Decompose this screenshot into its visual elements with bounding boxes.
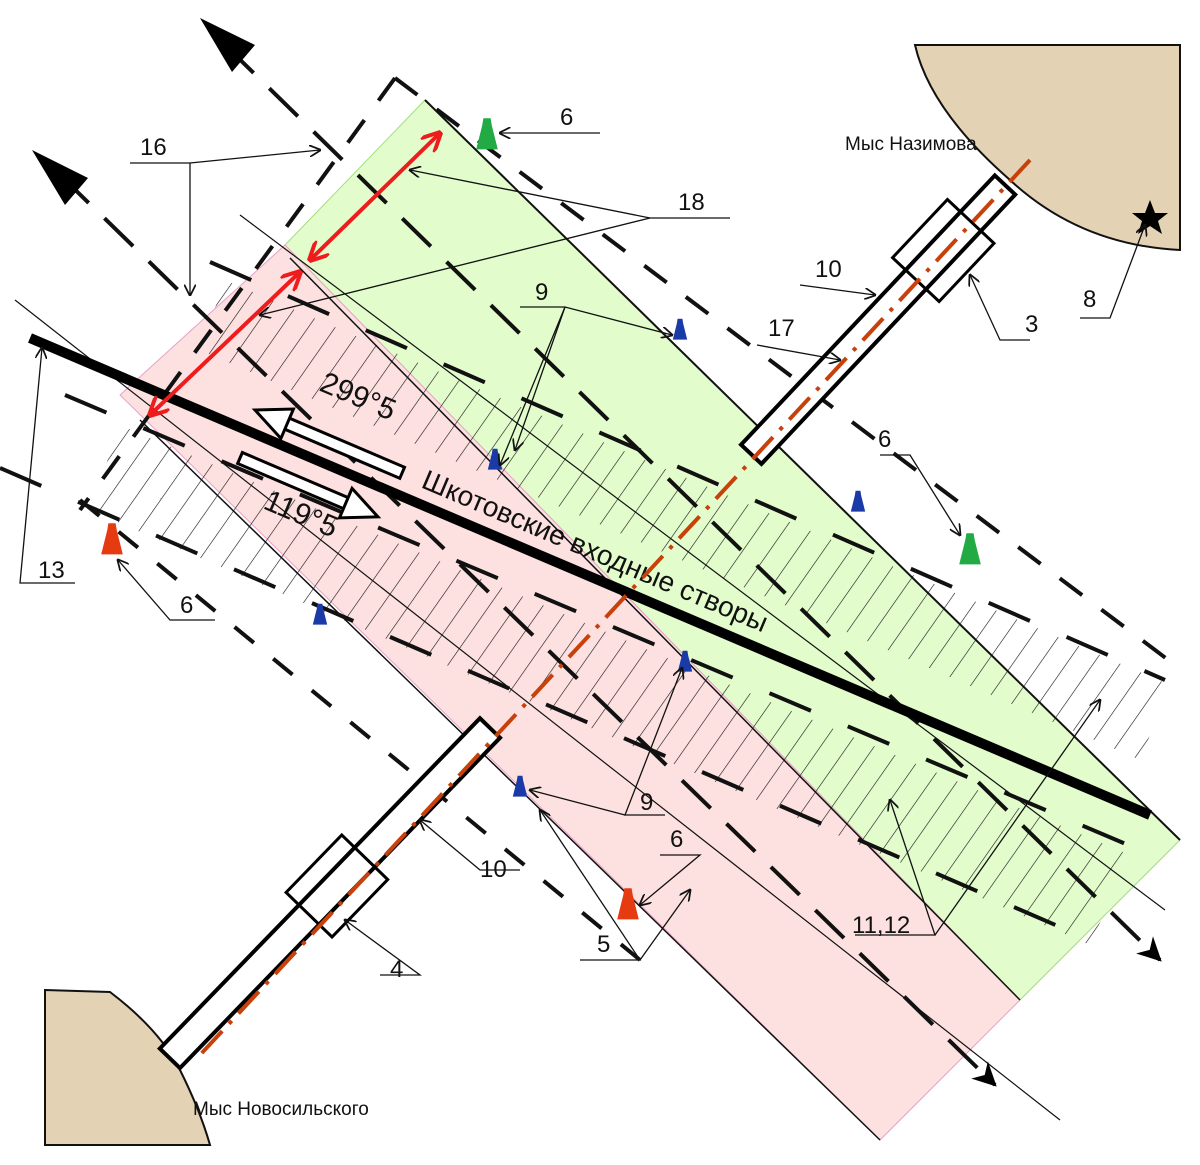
arrow-head-upper-left-2 <box>32 150 88 205</box>
callout-11-12: 11,12 <box>852 912 910 939</box>
cape-nazimova-label: Мыс Назимова <box>845 134 977 155</box>
callout-9: 9 <box>640 789 653 816</box>
callout-16: 16 <box>140 134 167 161</box>
callout-17: 17 <box>768 315 795 342</box>
callout-18: 18 <box>678 189 705 216</box>
buoy-icon <box>476 118 498 150</box>
buoy-icon <box>959 533 981 565</box>
arrow-head-upper-left-1 <box>200 18 255 72</box>
hatched-strip-lower <box>90 425 1130 945</box>
buoy-icon <box>101 523 123 555</box>
buoy-icon <box>850 490 866 512</box>
bearing-arrow-inbound <box>235 450 382 520</box>
callout-10: 10 <box>480 856 507 883</box>
callout-5: 5 <box>597 931 610 958</box>
callout-8: 8 <box>1083 286 1096 313</box>
callout-13: 13 <box>38 557 65 584</box>
callout-6: 6 <box>560 104 573 131</box>
callout-6: 6 <box>878 426 891 453</box>
callout-4: 4 <box>390 956 403 983</box>
hatched-strip-upper <box>200 280 1170 760</box>
callout-9: 9 <box>535 279 548 306</box>
pier-alignment-line <box>198 158 1032 1057</box>
width-arrow-pink <box>150 272 300 415</box>
buoy-icon <box>512 775 528 797</box>
callout-3: 3 <box>1025 311 1038 338</box>
buoy-icon <box>672 318 688 340</box>
buoy-icon <box>312 603 328 625</box>
buoys <box>101 118 981 920</box>
callout-10: 10 <box>815 256 842 283</box>
callout-6: 6 <box>180 592 193 619</box>
pier-south <box>156 715 503 1071</box>
callout-6: 6 <box>670 826 683 853</box>
cape-novosilskogo-label: Мыс Новосильского <box>193 1099 369 1120</box>
cape-novosilskogo-land <box>44 988 212 1146</box>
zone-edge-thin-lower <box>14 299 1061 1121</box>
leader-lines <box>19 133 1145 976</box>
width-arrow-green <box>310 133 440 260</box>
buoy-icon <box>617 888 639 920</box>
